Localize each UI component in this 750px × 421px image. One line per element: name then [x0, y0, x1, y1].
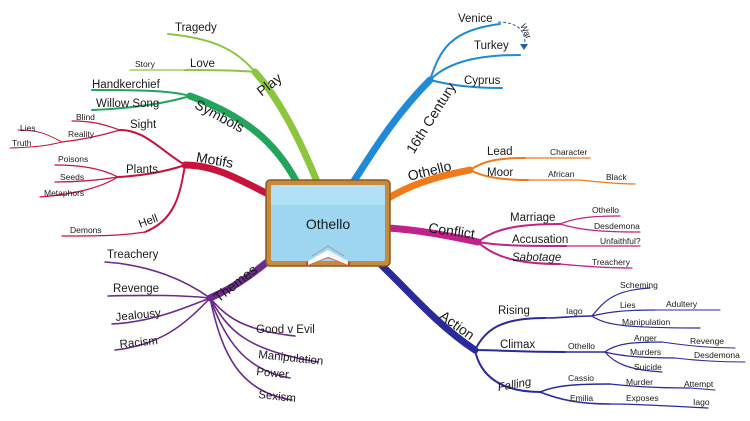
revenge-theme-label[interactable]: Revenge	[113, 283, 159, 295]
conflict-othello-label[interactable]: Othello	[592, 205, 619, 215]
marriage-label[interactable]: Marriage	[510, 212, 555, 224]
climax-othello-label[interactable]: Othello	[568, 341, 595, 351]
branch-symbols	[91, 89, 304, 192]
war-label[interactable]: War	[518, 22, 534, 40]
scheming-label[interactable]: Scheming	[620, 280, 658, 290]
sabotage-label[interactable]: Sabotage	[512, 252, 561, 264]
sight-label[interactable]: Sight	[130, 119, 157, 131]
reality-label[interactable]: Reality	[68, 129, 95, 139]
accusation-label[interactable]: Accusation	[512, 234, 568, 246]
branch-play	[129, 33, 322, 188]
plants-label[interactable]: Plants	[126, 164, 158, 176]
rising-label[interactable]: Rising	[498, 305, 530, 317]
seeds-label[interactable]: Seeds	[60, 172, 84, 182]
love-label[interactable]: Love	[190, 58, 215, 70]
moor-label[interactable]: Moor	[487, 167, 513, 179]
suicide-label[interactable]: Suicide	[634, 362, 662, 372]
emilia-label[interactable]: Emilia	[570, 393, 593, 403]
cyprus-label[interactable]: Cyprus	[464, 75, 501, 87]
action-manipulation-label[interactable]: Manipulation	[622, 317, 670, 327]
handkerchief-label[interactable]: Handkerchief	[92, 79, 161, 91]
falling-label[interactable]: Falling	[497, 376, 533, 394]
racism-theme-label[interactable]: Racism	[119, 335, 158, 351]
poisons-label[interactable]: Poisons	[58, 154, 88, 164]
tragedy-label[interactable]: Tragedy	[175, 22, 217, 34]
branch-motifs	[9, 120, 276, 237]
adultery-label[interactable]: Adultery	[666, 299, 698, 309]
central-node[interactable]: Othello	[265, 179, 391, 267]
turkey-label[interactable]: Turkey	[474, 40, 509, 52]
attempt-label[interactable]: Attempt	[684, 379, 714, 389]
rising-iago-label[interactable]: Iago	[566, 306, 583, 316]
climax-label[interactable]: Climax	[500, 339, 535, 351]
power-theme-label[interactable]: Power	[256, 366, 290, 381]
blind-label[interactable]: Blind	[76, 112, 95, 122]
venice-label[interactable]: Venice	[458, 13, 493, 25]
anger-label[interactable]: Anger	[634, 333, 657, 343]
jealousy-theme-label[interactable]: Jealousy	[115, 307, 162, 324]
conflict-treachery-label[interactable]: Treachery	[592, 257, 631, 267]
book-icon	[306, 245, 350, 266]
lead-label[interactable]: Lead	[487, 146, 513, 158]
murders-label[interactable]: Murders	[630, 347, 661, 357]
branch-othello	[381, 157, 636, 204]
black-label[interactable]: Black	[606, 172, 628, 182]
action-lies-label[interactable]: Lies	[620, 300, 636, 310]
branch-century	[348, 23, 521, 188]
century-label[interactable]: 16th Century	[403, 80, 459, 156]
lies-label[interactable]: Lies	[20, 123, 36, 133]
metaphors-label[interactable]: Metaphors	[44, 188, 84, 198]
hell-label[interactable]: Hell	[137, 213, 160, 231]
truth-label[interactable]: Truth	[12, 138, 32, 148]
story-label[interactable]: Story	[135, 59, 156, 69]
african-label[interactable]: African	[548, 169, 575, 179]
falling-iago-label[interactable]: Iago	[693, 397, 710, 407]
unfaithful-label[interactable]: Unfaithful?	[600, 236, 641, 246]
treachery-theme-label[interactable]: Treachery	[107, 249, 159, 261]
demons-label[interactable]: Demons	[70, 225, 102, 235]
sexism-theme-label[interactable]: Sexism	[258, 389, 297, 405]
action-revenge-label[interactable]: Revenge	[690, 336, 724, 346]
murder-label[interactable]: Murder	[626, 377, 653, 387]
cassio-label[interactable]: Cassio	[568, 373, 594, 383]
war-arrowhead	[520, 44, 528, 50]
exposes-label[interactable]: Exposes	[626, 393, 659, 403]
conflict-desdemona-label[interactable]: Desdemona	[594, 221, 640, 231]
central-title: Othello	[306, 216, 351, 232]
branch-conflict	[384, 215, 641, 269]
willow-song-label[interactable]: Willow Song	[96, 98, 159, 110]
conflict-label[interactable]: Conflict	[427, 219, 476, 241]
good-v-evil-label[interactable]: Good v Evil	[256, 324, 315, 336]
motifs-label[interactable]: Motifs	[195, 149, 235, 171]
character-label[interactable]: Character	[550, 147, 587, 157]
action-desdemona-label[interactable]: Desdemona	[694, 350, 740, 360]
themes-label[interactable]: Themes	[210, 261, 260, 305]
manipulation-theme-label[interactable]: Manipulation	[258, 349, 324, 368]
